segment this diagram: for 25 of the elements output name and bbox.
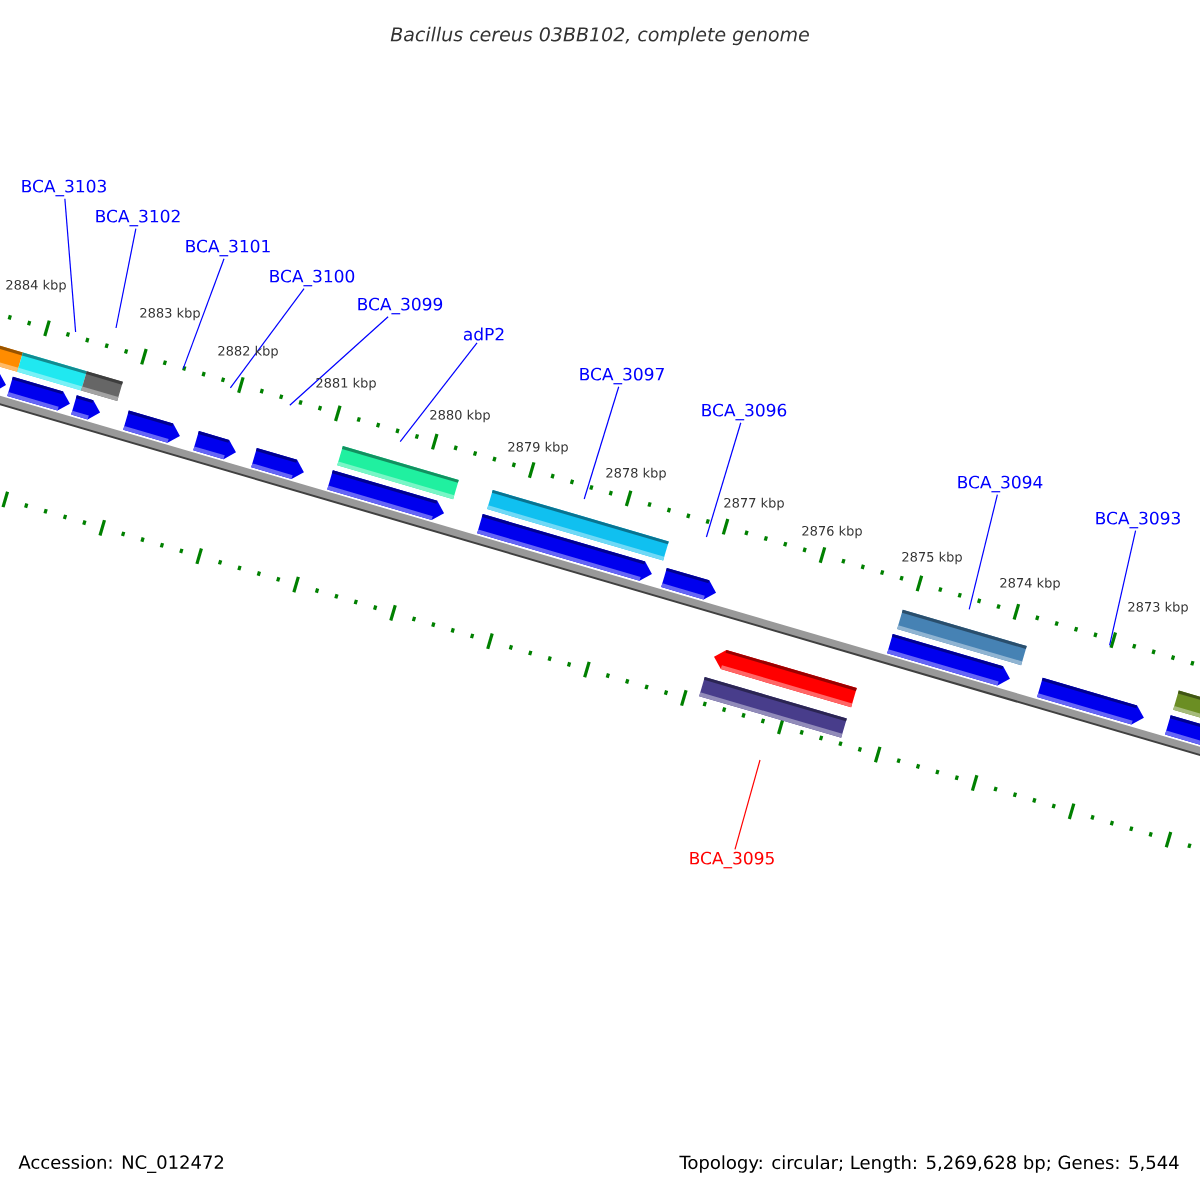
leader-line — [705, 422, 742, 538]
leader-line — [64, 198, 77, 333]
gene-label: BCA_3100 — [270, 269, 355, 287]
leader-line — [399, 342, 478, 443]
leader-line — [583, 386, 620, 500]
leader-line — [115, 228, 137, 329]
leader-line — [182, 258, 225, 370]
leader-line — [229, 288, 305, 389]
footer-text: Accession: NC_012472 — [18, 1155, 224, 1173]
leader-line — [734, 759, 761, 850]
leader-line — [968, 494, 998, 610]
gene-label: BCA_3103 — [22, 179, 106, 197]
gene-label: BCA_3102 — [96, 209, 180, 227]
leader-line — [1109, 530, 1137, 646]
gene-label: BCA_3099 — [358, 297, 443, 315]
gene-label: BCA_3093 — [1096, 511, 1180, 529]
gene-label: BCA_3094 — [958, 475, 1043, 493]
leader-line — [289, 316, 389, 406]
gene-label: BCA_3096 — [702, 403, 787, 421]
gene-label: adP2 — [463, 327, 504, 341]
gene-label: BCA_3097 — [580, 367, 664, 385]
gene-label: BCA_3101 — [186, 239, 270, 257]
title: Bacillus cereus 03BB102, complete genome — [390, 26, 809, 46]
gene-label: BCA_3095 — [690, 851, 774, 869]
footer-text: Topology: circular; Length: 5,269,628 bp; Genes: 5,544 — [679, 1155, 1179, 1173]
